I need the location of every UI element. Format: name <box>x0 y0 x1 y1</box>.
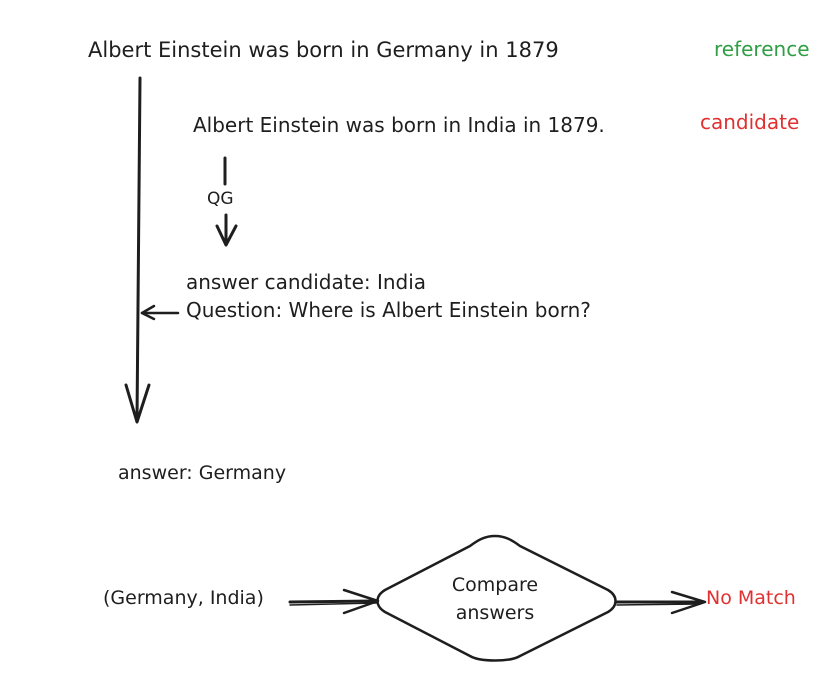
pair-to-compare-arrow-shaft <box>288 599 378 604</box>
compare-label-line2: answers <box>455 602 535 624</box>
reference-answer: answer: Germany <box>118 462 287 484</box>
reference-to-answer-arrowhead <box>124 383 151 424</box>
compare-to-result-arrowhead <box>670 590 707 615</box>
reference-tag: reference <box>714 37 810 61</box>
candidate-tag: candidate <box>700 110 800 134</box>
reference-to-answer-arrow-shaft <box>135 76 142 422</box>
reference-sentence: Albert Einstein was born in Germany in 1… <box>88 38 559 62</box>
compare-label-line1: Compare <box>451 574 539 596</box>
result-label: No Match <box>706 587 796 609</box>
qg-label: QG <box>207 189 234 209</box>
answer-candidate: answer candidate: India <box>186 270 427 294</box>
candidate-sentence: Albert Einstein was born in India in 187… <box>193 113 605 137</box>
compare-to-result-arrow-shaft-2 <box>616 603 701 606</box>
answer-pair: (Germany, India) <box>103 587 264 609</box>
qg-arrowhead <box>215 224 238 247</box>
pair-to-compare-arrow-shaft-2 <box>289 602 377 606</box>
compare-diamond <box>376 534 617 662</box>
question-to-line-arrowhead <box>140 304 156 321</box>
generated-question: Question: Where is Albert Einstein born? <box>186 298 591 322</box>
